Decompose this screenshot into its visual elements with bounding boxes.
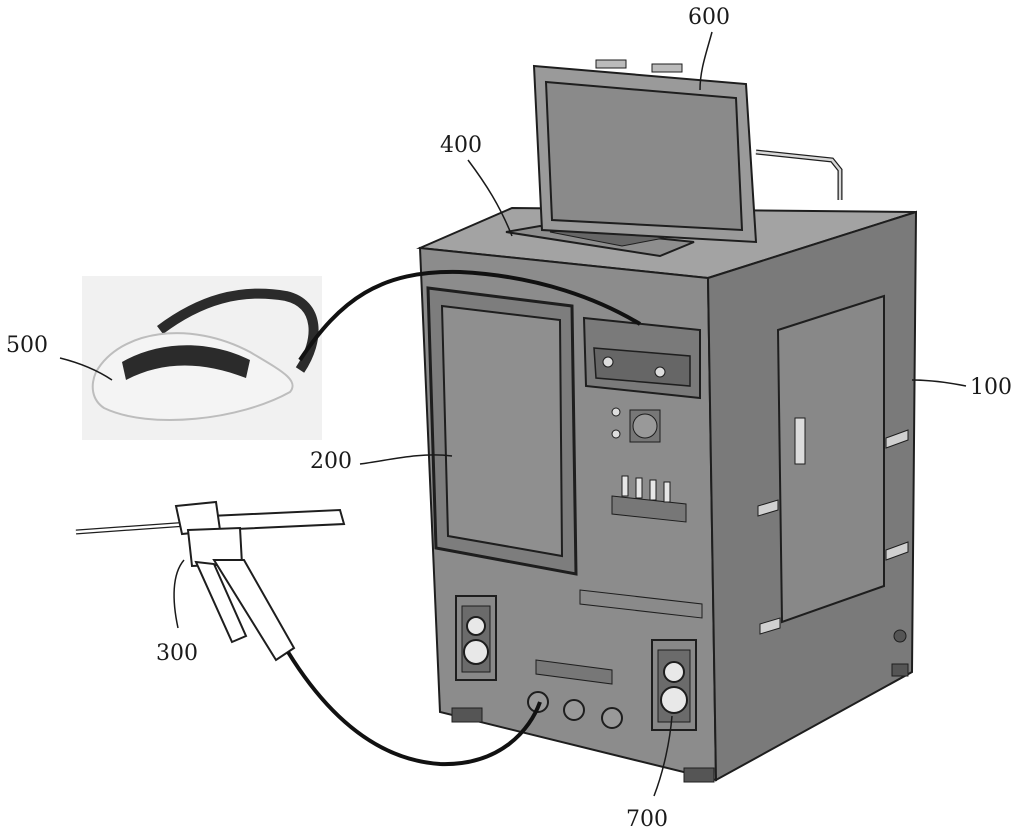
side-rail xyxy=(885,541,909,561)
side-rail xyxy=(885,429,909,449)
front-port xyxy=(601,707,623,729)
leader-line-300 xyxy=(173,559,185,629)
leader-line-100 xyxy=(911,379,967,387)
label-300: 300 xyxy=(156,641,198,666)
front-port xyxy=(563,699,585,721)
handpiece-grip xyxy=(212,559,296,662)
lower-divider xyxy=(579,589,703,619)
handpiece-trigger xyxy=(194,560,248,644)
leader-line-500 xyxy=(59,357,113,381)
cabinet-foot xyxy=(451,707,483,723)
label-200: 200 xyxy=(310,449,352,474)
cabinet-foot xyxy=(683,767,715,783)
headset-lens-band xyxy=(122,345,250,380)
lid-handle-highlight xyxy=(755,150,842,200)
switch xyxy=(621,475,629,497)
indicator-light xyxy=(611,429,621,439)
speaker-left-driver xyxy=(463,639,489,665)
leader-line-600 xyxy=(699,31,713,91)
speaker-right-driver xyxy=(663,661,685,683)
connector-knob xyxy=(602,356,614,368)
speaker-left-driver xyxy=(466,616,486,636)
indicator-light xyxy=(611,407,621,417)
side-door-handle xyxy=(794,417,806,465)
side-rail xyxy=(757,499,779,517)
side-door xyxy=(776,294,885,624)
headset xyxy=(82,276,322,440)
reference-labels: 600 400 500 200 100 300 700 xyxy=(6,5,1012,832)
front-slot xyxy=(535,659,613,685)
speaker-left xyxy=(455,595,497,681)
lid-hinge-tab xyxy=(595,59,627,69)
cabinet-foot xyxy=(891,663,909,677)
leader-lines xyxy=(59,31,967,797)
speaker-right-driver xyxy=(660,686,688,714)
cabinet xyxy=(416,206,918,783)
gauge-dial xyxy=(632,413,658,439)
label-600: 600 xyxy=(688,5,730,30)
leader-line-700 xyxy=(653,715,673,797)
switch xyxy=(649,479,657,501)
switch-row xyxy=(621,475,671,503)
connector-knob xyxy=(654,366,666,378)
handpiece-beam xyxy=(208,508,346,532)
lid-screen xyxy=(544,80,744,232)
label-400: 400 xyxy=(440,133,482,158)
side-rail xyxy=(759,617,781,635)
speaker-right xyxy=(651,639,697,731)
headset-cable xyxy=(298,269,642,362)
label-100: 100 xyxy=(970,375,1012,400)
label-700: 700 xyxy=(626,807,668,832)
control-plate-inner xyxy=(593,347,691,387)
lid-hinge-tab xyxy=(651,63,683,73)
leader-line-200 xyxy=(359,454,453,465)
lid-display xyxy=(532,59,843,244)
label-500: 500 xyxy=(6,333,48,358)
switch xyxy=(663,481,671,503)
side-port xyxy=(893,629,907,643)
leader-line-400 xyxy=(467,159,513,237)
handpiece xyxy=(75,500,346,662)
switch xyxy=(635,477,643,499)
front-panel-screen xyxy=(440,304,564,558)
handpiece-cable xyxy=(286,650,542,767)
